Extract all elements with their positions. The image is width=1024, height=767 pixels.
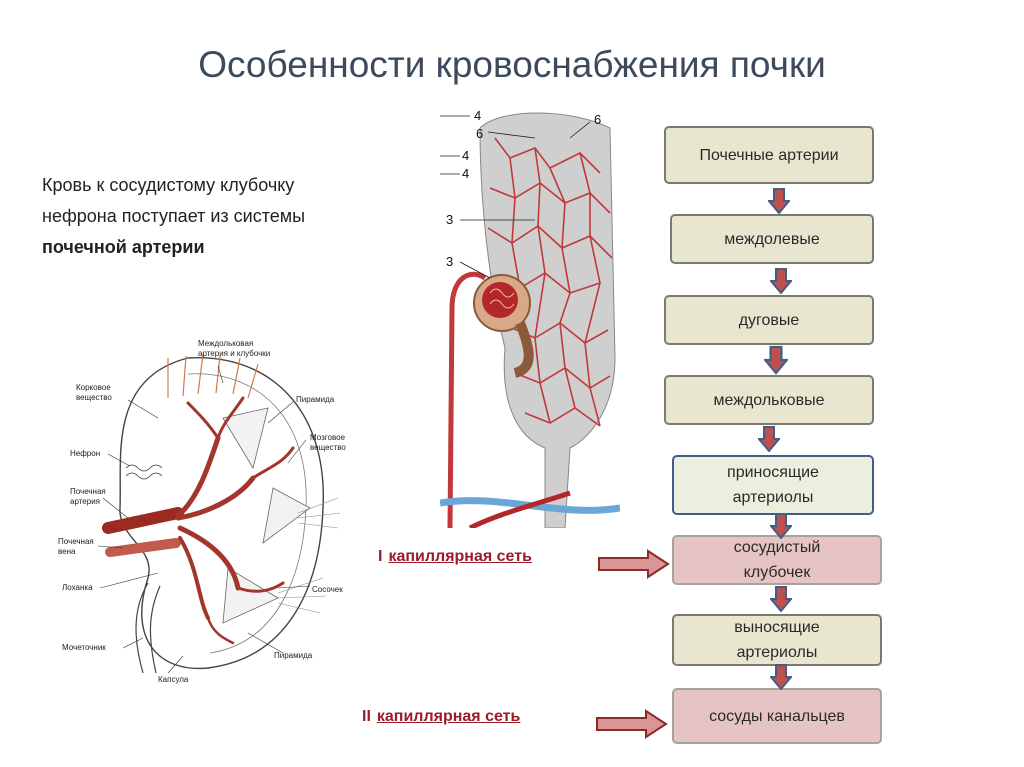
nephron-label-2: 6 <box>476 126 483 141</box>
kidney-diagram: Междольковая артерия и клубочки Корковое… <box>58 339 346 684</box>
kidney-label-pyramid-bottom: Пирамида <box>274 651 313 660</box>
kidney-label-nephron: Нефрон <box>70 449 100 458</box>
kidney-label-artery-1: Почечная <box>70 487 106 496</box>
kidney-label-interlobular-1: Междольковая <box>198 339 253 348</box>
right-arrow-icon <box>598 549 670 579</box>
down-arrow-icon <box>764 345 788 375</box>
flow-step-glomerulus: сосудистый клубочек <box>672 535 882 585</box>
down-arrow-icon <box>768 188 790 214</box>
down-arrow-icon <box>770 268 792 294</box>
intro-text: Кровь к сосудистому клубочку нефрона пос… <box>42 170 402 263</box>
capillary-first-numeral: I <box>378 548 383 565</box>
capillary-first-text: капиллярная сеть <box>388 548 532 565</box>
kidney-label-medulla-1: Мозговое <box>310 433 346 442</box>
kidney-label-artery-2: артерия <box>70 497 100 506</box>
flow-step-tubule-vessels: сосуды канальцев <box>672 688 882 744</box>
down-arrow-icon <box>758 426 780 452</box>
kidney-label-pyramid-top: Пирамида <box>296 395 335 404</box>
kidney-label-cortex-1: Корковое <box>76 383 111 392</box>
flow-step-renal-arteries: Почечные артерии <box>664 126 874 184</box>
capillary-label-second: II капиллярная сеть <box>362 708 520 726</box>
flow-step-afferent-arterioles: приносящие артериолы <box>672 455 874 515</box>
flow-step-interlobar: междолевые <box>670 214 874 264</box>
down-arrow-icon <box>770 513 792 539</box>
kidney-label-pelvis: Лоханка <box>62 583 93 592</box>
flow-step-efferent-arterioles: выносящие артериолы <box>672 614 882 666</box>
nephron-label-3: 4 <box>462 148 469 163</box>
capillary-second-numeral: II <box>362 708 371 725</box>
page-title: Особенности кровоснабжения почки <box>198 44 826 85</box>
nephron-label-5: 3 <box>446 212 453 227</box>
flow-step-arcuate: дуговые <box>664 295 874 345</box>
nephron-label-6: 3 <box>446 254 453 269</box>
flow-step-interlobular: междольковые <box>664 375 874 425</box>
kidney-label-vein-2: вена <box>58 547 76 556</box>
capillary-second-text: капиллярная сеть <box>376 708 521 725</box>
nephron-label-4: 4 <box>462 166 469 181</box>
nephron-label-1: 4 <box>474 108 481 123</box>
kidney-label-ureter: Мочеточник <box>62 643 106 652</box>
kidney-label-vein-1: Почечная <box>58 537 94 546</box>
down-arrow-icon <box>770 586 792 612</box>
down-arrow-icon <box>770 664 792 690</box>
intro-line-2: нефрона поступает из системы <box>42 206 306 226</box>
intro-line-3: почечной артерии <box>42 237 205 257</box>
nephron-capillary-diagram: 4 6 4 4 3 3 6 <box>440 108 620 528</box>
kidney-label-interlobular-2: артерия и клубочки <box>198 349 270 358</box>
nephron-label-7: 6 <box>594 112 601 127</box>
kidney-label-capsule: Капсула <box>158 675 189 684</box>
intro-line-1: Кровь к сосудистому клубочку <box>42 175 295 195</box>
kidney-label-cortex-2: вещество <box>76 393 112 402</box>
kidney-label-medulla-2: вещество <box>310 443 346 452</box>
kidney-label-papilla: Сосочек <box>312 585 343 594</box>
right-arrow-icon <box>596 709 668 739</box>
